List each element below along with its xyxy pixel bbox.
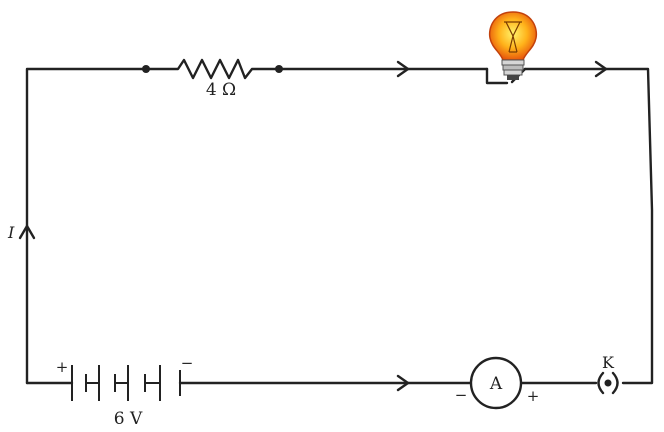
battery-plus-sign: + <box>56 358 69 376</box>
ammeter-minus-sign: − <box>455 386 468 404</box>
bulb-base-ring-3 <box>503 69 523 76</box>
arrow-bottom-middle <box>396 374 410 392</box>
ammeter: A − + <box>455 356 540 410</box>
arrow-left-up <box>18 224 36 240</box>
voltage-label: 6 V <box>114 409 143 427</box>
bulb-base-tip <box>507 75 519 80</box>
battery: + − 6 V <box>56 354 194 429</box>
ammeter-circle <box>469 356 523 410</box>
resistance-label: 4 Ω <box>206 80 236 100</box>
circuit-wires <box>25 67 654 385</box>
ammeter-plus-sign: + <box>527 387 540 405</box>
key-label: K <box>602 353 615 372</box>
bulb <box>485 11 538 85</box>
bulb-lead-left <box>485 67 509 85</box>
bulb-base-ring-1 <box>501 59 525 66</box>
ammeter-label: A <box>489 374 503 394</box>
bulb-base-ring-2 <box>502 64 524 71</box>
key-right-bracket <box>611 371 619 395</box>
resistor: 4 Ω <box>142 58 283 100</box>
arrow-top-right <box>594 60 608 78</box>
bulb-filament <box>504 21 522 53</box>
plug-key: K <box>597 353 619 395</box>
current-arrows <box>18 60 608 392</box>
key-plug-dot <box>604 379 612 387</box>
current-label: I <box>7 223 15 242</box>
battery-minus-sign: − <box>181 354 194 372</box>
arrow-top-middle <box>396 60 410 78</box>
key-left-bracket <box>597 371 605 395</box>
